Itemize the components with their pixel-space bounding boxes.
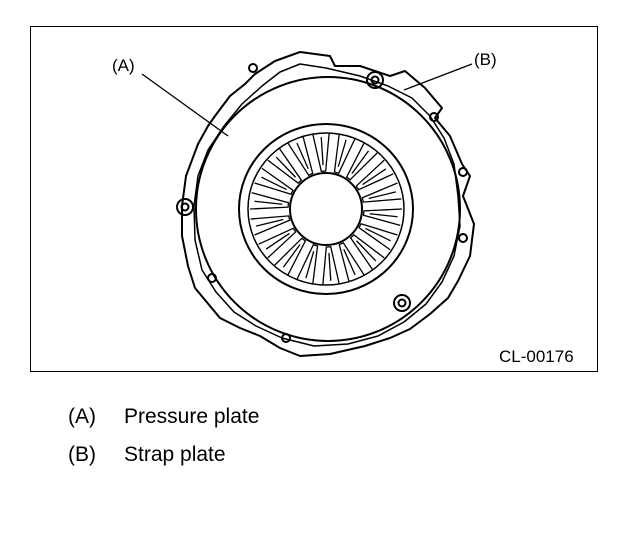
figure-frame [30, 26, 598, 372]
legend-text: Pressure plate [124, 405, 260, 428]
spring-finger [349, 233, 385, 270]
spring-finger-slot [275, 156, 297, 178]
spring-finger-slot [320, 137, 324, 166]
spring-finger-slot [296, 142, 309, 170]
spring-finger [287, 136, 314, 177]
small-hole [429, 112, 439, 122]
spring-finger [258, 227, 297, 259]
spring-finger-slot [369, 213, 398, 218]
spring-finger-slot [255, 218, 284, 227]
bolt-hole [176, 198, 194, 216]
callout-label-b: (B) [474, 50, 497, 69]
diaphragm-fingers [249, 133, 403, 285]
small-hole [281, 333, 291, 343]
small-hole [207, 273, 217, 283]
bolt-hole [393, 294, 411, 312]
pressure-plate-disc [195, 76, 461, 342]
bolt-hole [180, 202, 190, 212]
pressure-plate-diagram: (A) (B) CL-00176 [112, 50, 574, 366]
spring-finger [345, 142, 378, 181]
legend-text: Strap plate [124, 443, 226, 466]
small-hole [248, 63, 258, 73]
diaphragm-inner-ring [247, 132, 405, 286]
spring-finger-slot [265, 232, 290, 250]
bolt-hole [397, 298, 407, 308]
spring-finger [249, 192, 290, 210]
small-hole [458, 167, 468, 177]
bolt-hole [366, 71, 384, 89]
spring-finger-slot [351, 150, 370, 174]
spring-finger [322, 246, 340, 285]
spring-finger-slot [355, 240, 377, 262]
spring-finger-slot [328, 252, 332, 281]
spring-finger-slot [305, 251, 315, 279]
spring-finger-slot [337, 139, 347, 167]
spring-finger-slot [362, 168, 387, 186]
legend-item: (B) Strap plate [68, 436, 259, 474]
legend-key: (B) [68, 443, 96, 466]
center-hole [289, 172, 363, 246]
figure-code: CL-00176 [499, 347, 574, 366]
spring-finger [267, 148, 303, 185]
spring-finger-slot [368, 191, 397, 200]
callout-label-a: (A) [112, 56, 135, 75]
spring-finger-slot [282, 244, 301, 268]
legend-item: (A) Pressure plate [68, 398, 259, 436]
spring-finger [254, 167, 294, 196]
spring-finger [361, 182, 402, 203]
spring-finger-slot [365, 227, 391, 242]
bolt-hole [370, 75, 380, 85]
spring-finger [312, 133, 330, 172]
small-hole [458, 233, 468, 243]
spring-finger [355, 159, 394, 191]
spring-finger [358, 222, 398, 251]
callout-line-b [403, 63, 473, 91]
spring-finger-slot [343, 248, 356, 276]
spring-finger-slot [261, 176, 287, 191]
spring-finger [333, 134, 356, 174]
spring-finger [338, 241, 365, 282]
spring-finger [296, 244, 319, 284]
spring-finger [362, 208, 403, 226]
callout-line-a [141, 73, 229, 137]
diaphragm-outer-ring [238, 123, 414, 295]
spring-finger-slot [254, 200, 283, 205]
housing-outer-contour [181, 51, 475, 357]
spring-finger [250, 215, 291, 236]
legend-key: (A) [68, 405, 96, 428]
spring-finger [274, 237, 307, 276]
legend: (A) Pressure plate (B) Strap plate [68, 398, 259, 474]
